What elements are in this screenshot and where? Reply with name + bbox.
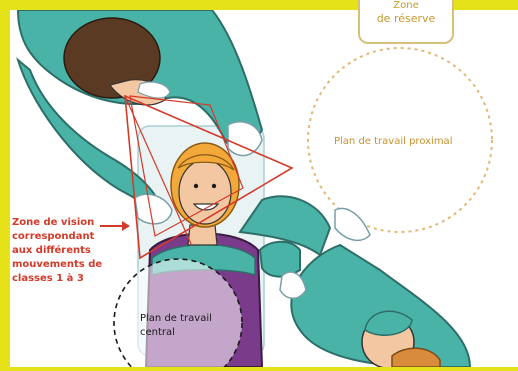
vision-zone-line: correspondant (12, 230, 102, 244)
reserve-zone-box: Zone de réserve (358, 0, 454, 44)
vision-zone-label: Zone de vision correspondant aux différe… (12, 216, 102, 286)
central-work-line: Plan de travail (140, 312, 212, 326)
proximal-work-label: Plan de travail proximal (334, 136, 452, 147)
vision-zone-line: mouvements de (12, 258, 102, 272)
reserve-zone-line1: Zone (360, 0, 452, 11)
reserve-zone-line2: de réserve (360, 12, 452, 25)
vision-zone-line: classes 1 à 3 (12, 272, 102, 286)
central-work-label: Plan de travail central (140, 312, 212, 340)
vision-zone-line: aux différents (12, 244, 102, 258)
central-work-line: central (140, 326, 212, 340)
frame-left (0, 0, 10, 367)
vision-zone-line: Zone de vision (12, 216, 102, 230)
